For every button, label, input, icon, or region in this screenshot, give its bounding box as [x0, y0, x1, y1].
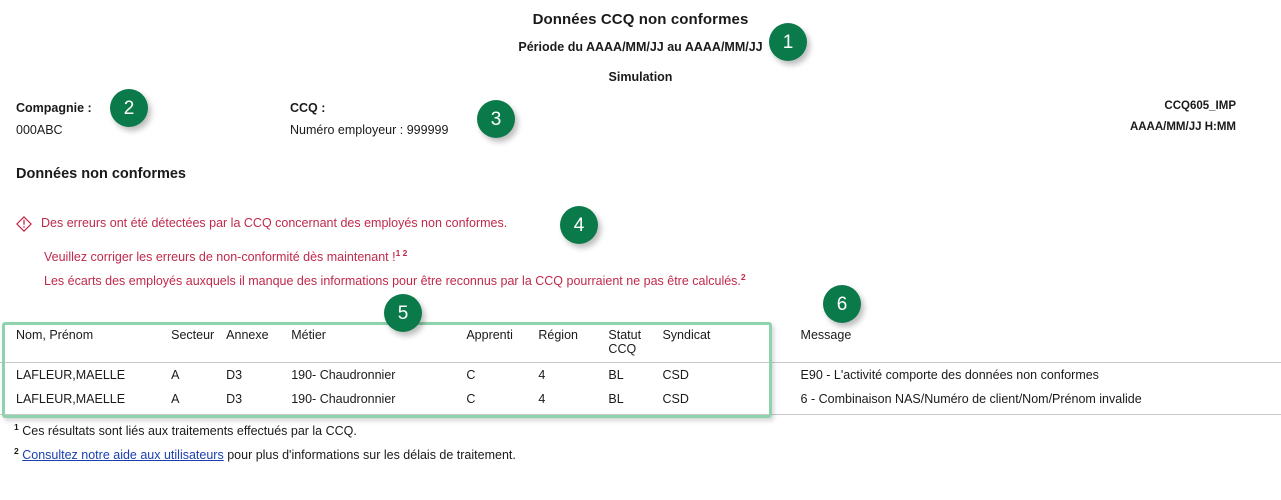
company-value: 000ABC: [16, 123, 63, 137]
footnote-2-text: pour plus d'informations sur les délais …: [223, 448, 516, 463]
cell-message: E90 - L'activité comporte des données no…: [800, 368, 1099, 382]
table-row: LAFLEUR,MAELLE A D3 190- Chaudronnier C …: [0, 387, 1281, 411]
table-row: LAFLEUR,MAELLE A D3 190- Chaudronnier C …: [0, 363, 1281, 388]
warning-diamond-icon: [16, 216, 32, 232]
ccq-label: CCQ :: [290, 101, 326, 115]
alert-instruction-1-text: Veuillez corriger les erreurs de non-con…: [44, 250, 396, 265]
footnote-2-marker: 2: [14, 446, 19, 456]
cell-apprenti: C: [466, 392, 476, 406]
cell-statut-ccq: BL: [608, 368, 624, 382]
column-header-statut-ccq[interactable]: Statut CCQ: [608, 328, 663, 363]
cell-statut-ccq: BL: [608, 392, 624, 406]
cell-message: 6 - Combinaison NAS/Numéro de client/Nom…: [800, 392, 1142, 406]
cell-syndicat: CSD: [662, 368, 689, 382]
callout-badge-3: 3: [477, 100, 515, 138]
report-mode: Simulation: [608, 70, 673, 84]
cell-region: 4: [538, 368, 546, 382]
cell-apprenti: C: [466, 368, 476, 382]
column-header-metier[interactable]: Métier: [291, 328, 467, 363]
column-header-nom[interactable]: Nom, Prénom: [0, 328, 172, 363]
alert-instruction-2-superscript: 2: [740, 272, 746, 282]
cell-metier: 190- Chaudronnier: [291, 392, 396, 406]
non-conforming-data-table: Nom, Prénom Secteur Annexe Métier Appren…: [0, 328, 1281, 411]
table-header-row: Nom, Prénom Secteur Annexe Métier Appren…: [0, 328, 1281, 363]
callout-badge-2: 2: [110, 89, 148, 127]
column-header-region[interactable]: Région: [538, 328, 609, 363]
column-header-syndicat[interactable]: Syndicat: [662, 328, 795, 363]
alert-instruction-1: Veuillez corriger les erreurs de non-con…: [44, 248, 407, 264]
report-id: CCQ605_IMP: [1164, 100, 1236, 112]
cell-nom: LAFLEUR,MAELLE: [16, 392, 126, 406]
callout-badge-5: 5: [384, 294, 422, 332]
alert-main-text: Des erreurs ont été détectées par la CCQ…: [41, 216, 508, 230]
alert-instruction-1-superscript: 1 2: [395, 248, 408, 258]
report-datetime: AAAA/MM/JJ H:MM: [1129, 121, 1236, 133]
table-bottom-divider: [0, 414, 1281, 415]
section-heading: Données non conformes: [16, 166, 186, 182]
callout-badge-6: 6: [823, 285, 861, 323]
column-header-message[interactable]: Message: [794, 328, 1281, 363]
page-title: Données CCQ non conformes: [532, 11, 749, 28]
cell-metier: 190- Chaudronnier: [291, 368, 396, 382]
report-period: Période du AAAA/MM/JJ au AAAA/MM/JJ: [518, 40, 763, 54]
callout-badge-1: 1: [769, 23, 807, 61]
cell-syndicat: CSD: [662, 392, 689, 406]
column-header-apprenti[interactable]: Apprenti: [466, 328, 539, 363]
footnote-1-text: Ces résultats sont liés aux traitements …: [22, 424, 357, 439]
footnote-2: 2 Consultez notre aide aux utilisateurs …: [14, 446, 516, 462]
column-header-annexe[interactable]: Annexe: [226, 328, 292, 363]
cell-secteur: A: [171, 392, 180, 406]
cell-region: 4: [538, 392, 546, 406]
cell-secteur: A: [171, 368, 180, 382]
alert-instruction-2: Les écarts des employés auxquels il manq…: [44, 272, 746, 288]
alert-instruction-2-text: Les écarts des employés auxquels il manq…: [44, 274, 741, 289]
user-help-link[interactable]: Consultez notre aide aux utilisateurs: [22, 448, 224, 463]
cell-annexe: D3: [226, 368, 243, 382]
cell-nom: LAFLEUR,MAELLE: [16, 368, 126, 382]
callout-badge-4: 4: [560, 206, 598, 244]
employer-number-value: Numéro employeur : 999999: [290, 123, 449, 137]
company-label: Compagnie :: [16, 101, 92, 115]
error-alert: Des erreurs ont été détectées par la CCQ…: [16, 215, 507, 232]
footnote-1: 1 Ces résultats sont liés aux traitement…: [14, 422, 357, 438]
cell-annexe: D3: [226, 392, 243, 406]
footnote-1-marker: 1: [14, 422, 19, 432]
column-header-secteur[interactable]: Secteur: [171, 328, 227, 363]
